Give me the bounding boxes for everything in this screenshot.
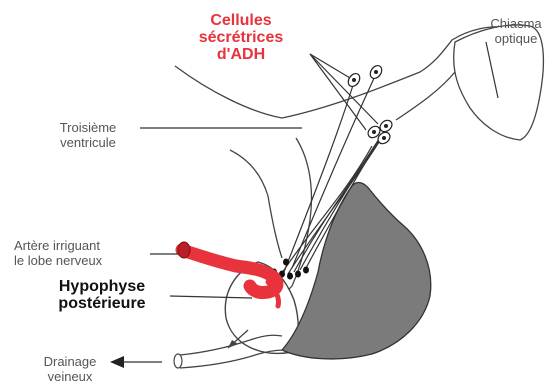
chiasma-line-2: optique bbox=[478, 31, 554, 46]
label-venous-drainage: Drainage veineux bbox=[34, 354, 106, 384]
adh-line-2: sécrétrices bbox=[186, 29, 296, 46]
label-artery: Artère irriguant le lobe nerveux bbox=[14, 238, 102, 268]
drainage-line-2: veineux bbox=[34, 369, 106, 384]
vein-opening bbox=[174, 354, 182, 368]
pituitary-line-1: Hypophyse bbox=[40, 278, 164, 295]
artery-line-2: le lobe nerveux bbox=[14, 253, 102, 268]
artery bbox=[182, 250, 277, 293]
leader-adh-3 bbox=[310, 54, 366, 130]
ventricle-line-2: ventricule bbox=[38, 135, 138, 150]
chiasma-line-1: Chiasma bbox=[478, 16, 554, 31]
label-adh-cells: Cellules sécrétrices d'ADH bbox=[186, 12, 296, 63]
artery-opening bbox=[178, 242, 190, 258]
adh-line-3: d'ADH bbox=[186, 46, 296, 63]
label-posterior-pituitary: Hypophyse postérieure bbox=[40, 278, 164, 312]
label-chiasma: Chiasma optique bbox=[478, 16, 554, 46]
ventricle-outline bbox=[230, 150, 282, 258]
pituitary-line-2: postérieure bbox=[40, 295, 164, 312]
drainage-line-1: Drainage bbox=[34, 354, 106, 369]
label-third-ventricle: Troisième ventricule bbox=[38, 120, 138, 150]
drainage-arrowhead bbox=[110, 356, 124, 368]
artery-line-1: Artère irriguant bbox=[14, 238, 102, 253]
adh-neuron-bodies bbox=[346, 63, 394, 146]
adh-line-1: Cellules bbox=[186, 12, 296, 29]
ventricle-line-1: Troisième bbox=[38, 120, 138, 135]
chiasma-stalk bbox=[396, 72, 455, 120]
